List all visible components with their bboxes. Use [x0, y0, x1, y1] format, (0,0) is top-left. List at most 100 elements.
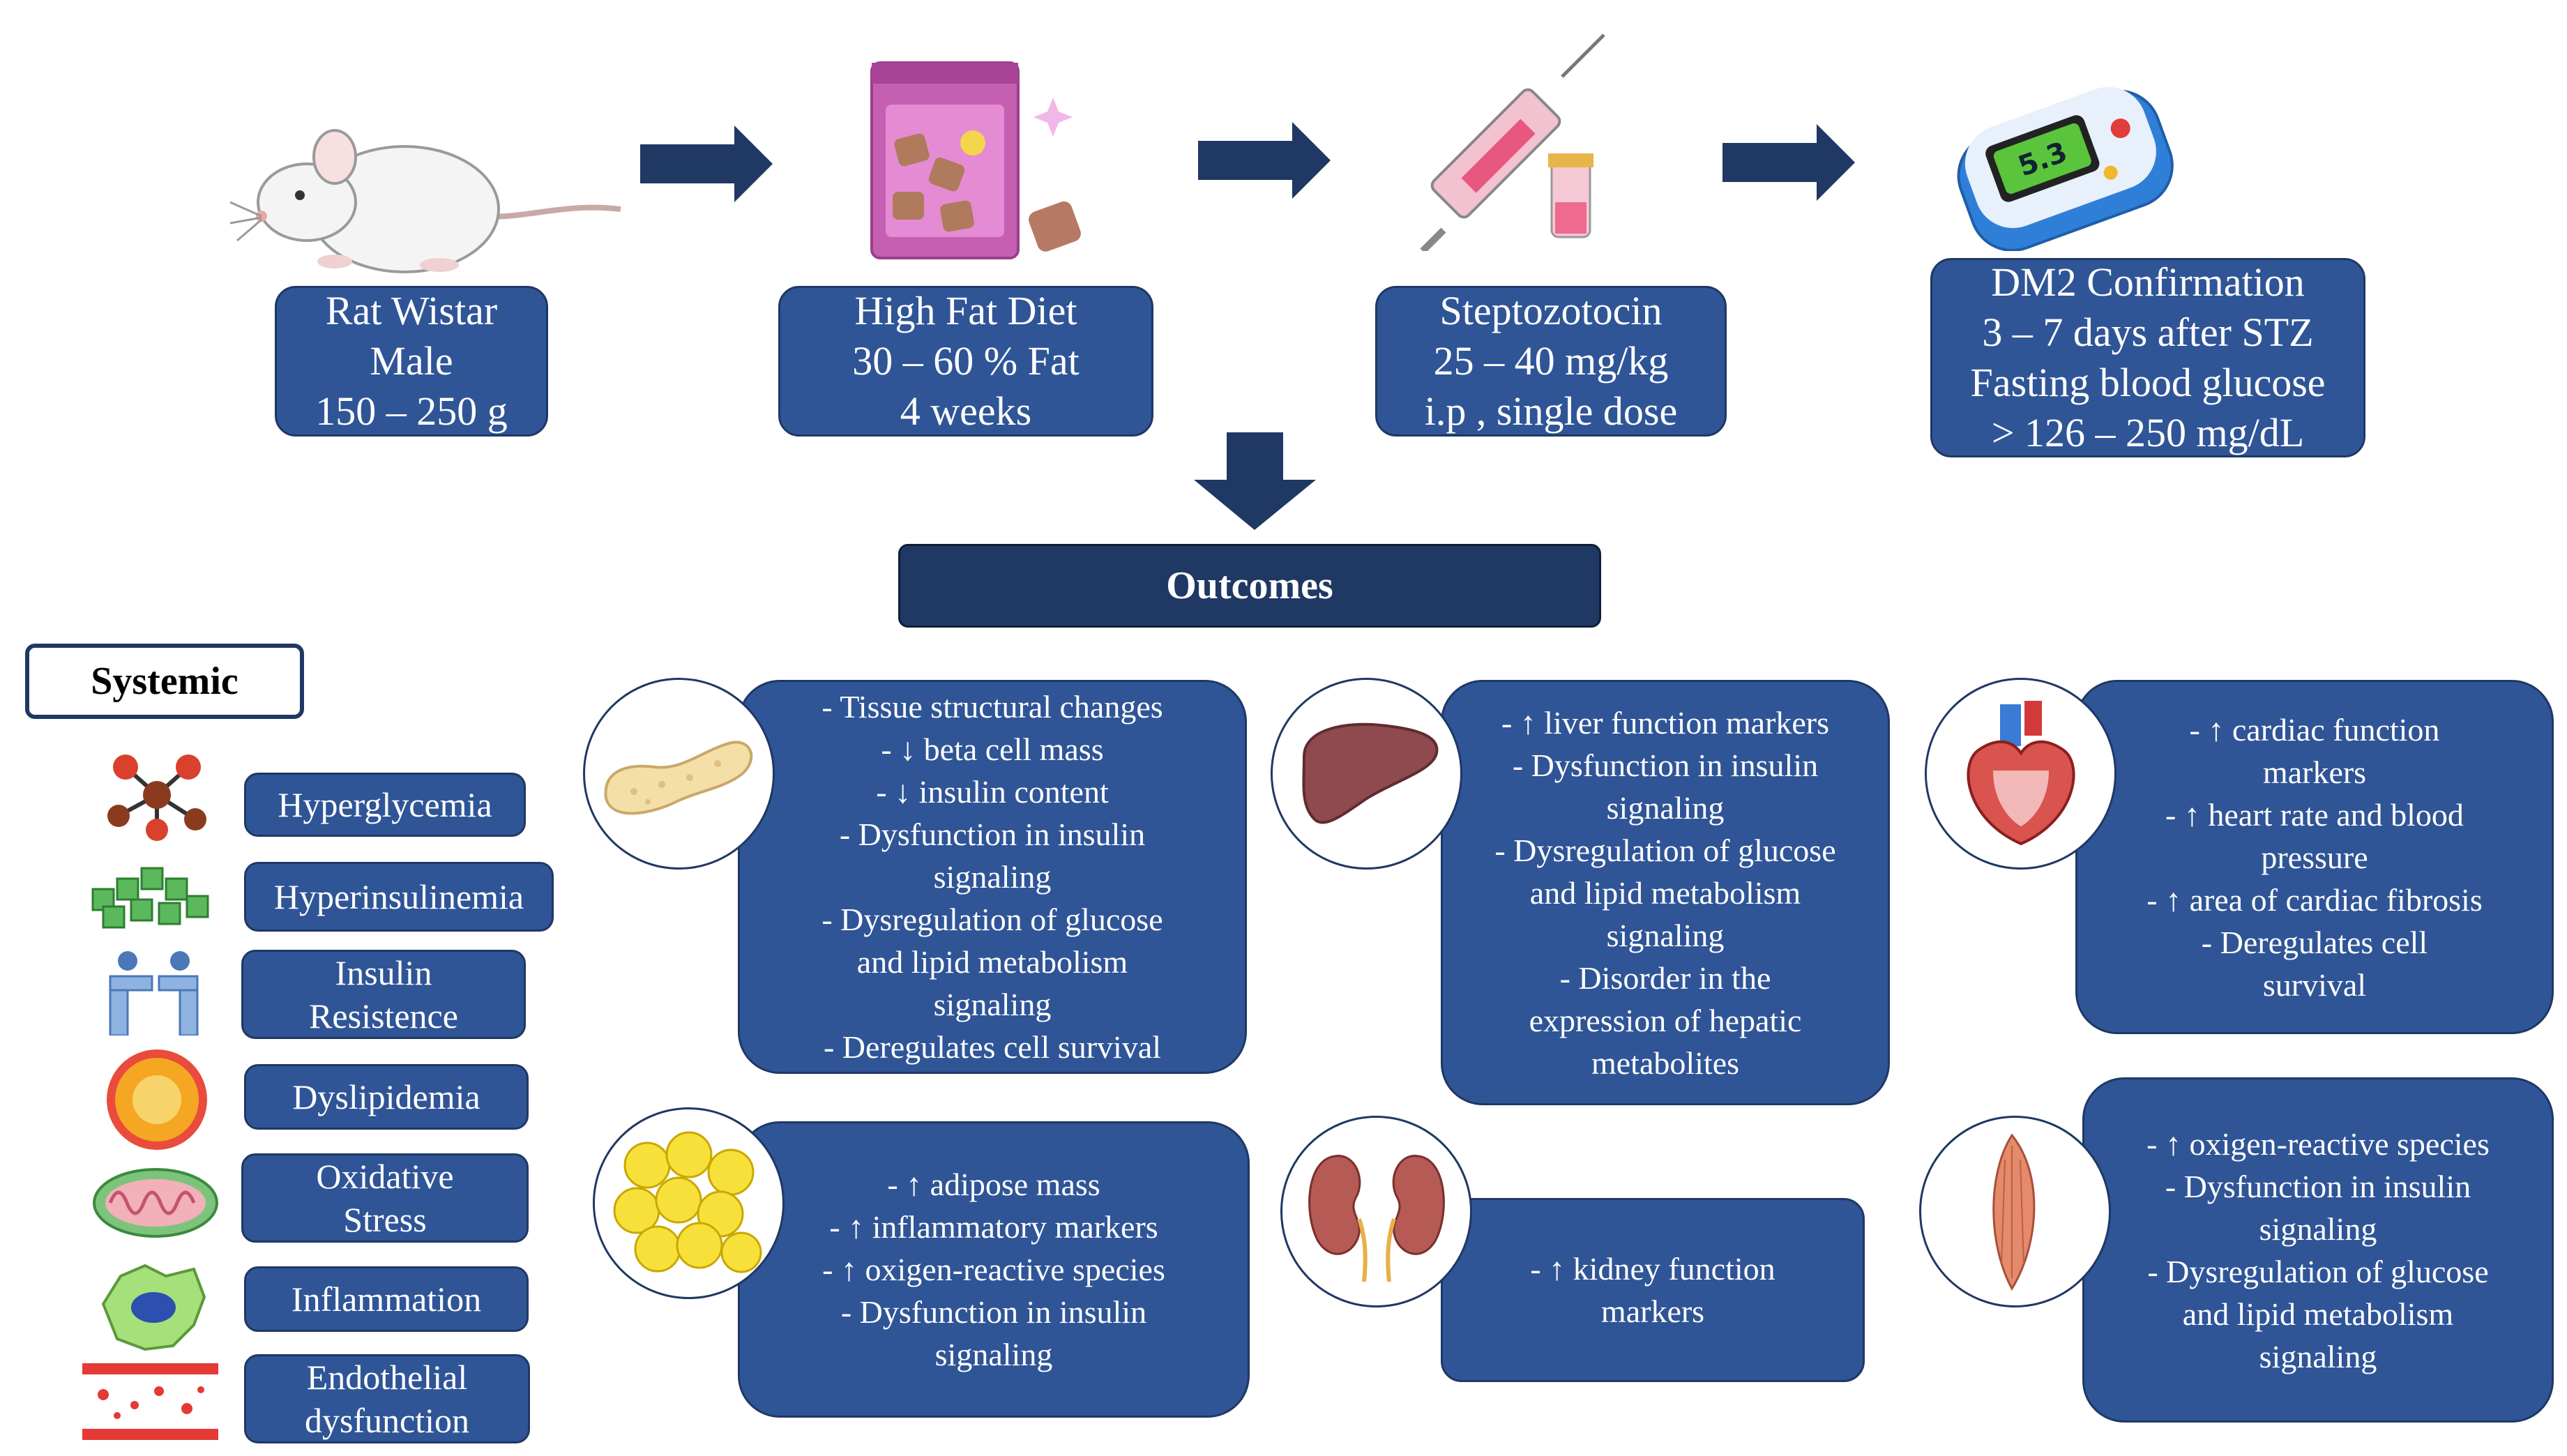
- step-high-fat-diet: High Fat Diet 30 – 60 % Fat 4 weeks: [778, 286, 1153, 437]
- pancreas-icon: [604, 741, 752, 814]
- adipocytes-icon: [613, 1131, 762, 1273]
- step-line: 3 – 7 days after STZ: [1982, 310, 2314, 355]
- systemic-label: Dyslipidemia: [292, 1077, 480, 1116]
- step-line: 4 weeks: [900, 388, 1032, 434]
- outcome-line: - ↑ heart rate and blood: [2165, 796, 2464, 833]
- step-line: i.p , single dose: [1424, 388, 1678, 434]
- systemic-label: Inflammation: [291, 1280, 482, 1319]
- outcome-line: - Dysregulation of glucose: [1494, 832, 1836, 868]
- systemic-label: Oxidative: [316, 1157, 454, 1196]
- systemic-header: Systemic: [25, 644, 304, 719]
- outcome-line: markers: [1600, 1294, 1705, 1329]
- systemic-label: Resistence: [309, 996, 458, 1036]
- arrow-right-icon: [1722, 124, 1855, 201]
- muscle-outcomes: - ↑ oxigen-reactive species - Dysfunctio…: [2082, 1077, 2554, 1423]
- outcome-line: metabolites: [1591, 1045, 1740, 1081]
- step-line: Rat Wistar: [325, 288, 498, 333]
- systemic-label: dysfunction: [304, 1401, 470, 1440]
- kidneys-icon: [1308, 1154, 1445, 1282]
- inflammatory-cell-icon: [101, 1264, 206, 1351]
- step-streptozotocin: Steptozotocin 25 – 40 mg/kg i.p , single…: [1375, 286, 1727, 437]
- step-line: 30 – 60 % Fat: [852, 338, 1080, 384]
- systemic-label: Hyperglycemia: [278, 785, 492, 824]
- lipoprotein-icon: [107, 1049, 207, 1150]
- adipose-circle: [593, 1107, 785, 1299]
- outcome-line: - ↑ inflammatory markers: [829, 1209, 1158, 1245]
- outcome-line: - Dysregulation of glucose: [821, 902, 1163, 937]
- muscle-circle: [1919, 1116, 2111, 1307]
- outcome-line: - ↑ oxigen-reactive species: [2146, 1125, 2490, 1162]
- pancreas-outcomes: - Tissue structural changes - ↓ beta cel…: [738, 680, 1247, 1074]
- kidney-circle: [1280, 1116, 1472, 1307]
- outcome-line: - ↓ insulin content: [876, 774, 1109, 810]
- outcome-line: - ↑ kidney function: [1530, 1251, 1775, 1287]
- outcome-line: - Dysfunction in insulin: [2165, 1168, 2471, 1204]
- glucose-molecule-icon: [107, 754, 206, 841]
- outcome-line: pressure: [2261, 839, 2368, 875]
- outcome-line: - Dysfunction in insulin: [840, 1294, 1147, 1330]
- systemic-label: Endothelial: [306, 1358, 468, 1397]
- outcome-line: and lipid metabolism: [2182, 1296, 2454, 1332]
- adipose-outcomes: - ↑ adipose mass - ↑ inflammatory marker…: [738, 1121, 1250, 1418]
- outcome-line: - ↑ area of cardiac fibrosis: [2146, 881, 2483, 918]
- systemic-item-hyperinsulinemia: Hyperinsulinemia: [244, 862, 554, 932]
- systemic-item-endothelial-dysfunction: Endothelial dysfunction: [244, 1354, 530, 1443]
- arrow-down-icon: [1194, 432, 1316, 530]
- outcome-line: signaling: [1606, 789, 1725, 826]
- insulin-receptor-icon: [109, 951, 199, 1036]
- step-line: Fasting blood glucose: [1970, 360, 2326, 405]
- glucometer-icon: 5.3: [1957, 86, 2174, 251]
- arrow-right-icon: [640, 126, 773, 202]
- outcome-line: - ↑ liver function markers: [1501, 704, 1830, 741]
- systemic-label: Hyperinsulinemia: [273, 877, 524, 916]
- rat-icon: [230, 129, 621, 273]
- outcome-line: - Dysfunction in insulin: [839, 817, 1146, 852]
- step-line: Male: [370, 338, 453, 384]
- outcome-line: signaling: [1606, 917, 1725, 953]
- outcome-line: - ↑ adipose mass: [887, 1167, 1100, 1202]
- outcome-line: - Disorder in the: [1559, 960, 1771, 996]
- step-line: High Fat Diet: [854, 288, 1077, 333]
- outcome-line: signaling: [2259, 1211, 2377, 1247]
- heart-circle: [1925, 678, 2117, 870]
- step-rat-wistar: Rat Wistar Male 150 – 250 g: [275, 286, 548, 437]
- step-line: 25 – 40 mg/kg: [1433, 338, 1669, 384]
- syringe-icon: [1420, 33, 1605, 251]
- outcome-line: - Deregulates cell: [2201, 924, 2428, 960]
- outcome-line: - ↑ oxigen-reactive species: [822, 1252, 1165, 1287]
- outcome-line: - Dysfunction in insulin: [1512, 747, 1819, 783]
- step-line: > 126 – 250 mg/dL: [1991, 410, 2305, 455]
- liver-icon: [1301, 722, 1438, 824]
- systemic-item-dyslipidemia: Dyslipidemia: [244, 1064, 529, 1130]
- step-dm2-confirmation: DM2 Confirmation 3 – 7 days after STZ Fa…: [1930, 258, 2365, 457]
- step-line: 150 – 250 g: [315, 388, 508, 434]
- outcome-line: - ↓ beta cell mass: [881, 731, 1104, 767]
- step-line: DM2 Confirmation: [1991, 259, 2305, 305]
- outcome-line: - Deregulates cell survival: [823, 1029, 1162, 1065]
- liver-outcomes: - ↑ liver function markers - Dysfunction…: [1441, 680, 1890, 1105]
- systemic-item-oxidative-stress: Oxidative Stress: [241, 1153, 529, 1243]
- outcome-line: signaling: [2259, 1338, 2377, 1374]
- heart-outcomes: - ↑ cardiac function markers - ↑ heart r…: [2075, 680, 2554, 1034]
- outcome-line: markers: [2262, 754, 2367, 790]
- blood-vessel-icon: [82, 1363, 218, 1440]
- systemic-label: Insulin: [335, 953, 432, 992]
- insulin-crystals-icon: [91, 867, 209, 929]
- step-line: Steptozotocin: [1439, 288, 1663, 333]
- outcome-line: - Tissue structural changes: [821, 689, 1163, 725]
- systemic-item-insulin-resistance: Insulin Resistence: [241, 950, 526, 1039]
- systemic-item-inflammation: Inflammation: [244, 1266, 529, 1332]
- outcome-line: and lipid metabolism: [856, 944, 1128, 980]
- outcome-line: expression of hepatic: [1529, 1002, 1802, 1038]
- systemic-item-hyperglycemia: Hyperglycemia: [244, 773, 526, 837]
- heart-icon: [1966, 700, 2075, 845]
- high-fat-food-bag-icon: [870, 61, 1081, 259]
- outcomes-header: Outcomes: [898, 544, 1601, 628]
- liver-circle: [1271, 678, 1462, 870]
- outcome-line: - Dysregulation of glucose: [2147, 1253, 2489, 1289]
- outcome-line: and lipid metabolism: [1529, 874, 1801, 911]
- outcome-line: signaling: [934, 1337, 1053, 1372]
- outcome-line: signaling: [933, 987, 1052, 1022]
- outcome-line: survival: [2262, 966, 2367, 1003]
- outcome-line: - ↑ cardiac function: [2189, 711, 2440, 748]
